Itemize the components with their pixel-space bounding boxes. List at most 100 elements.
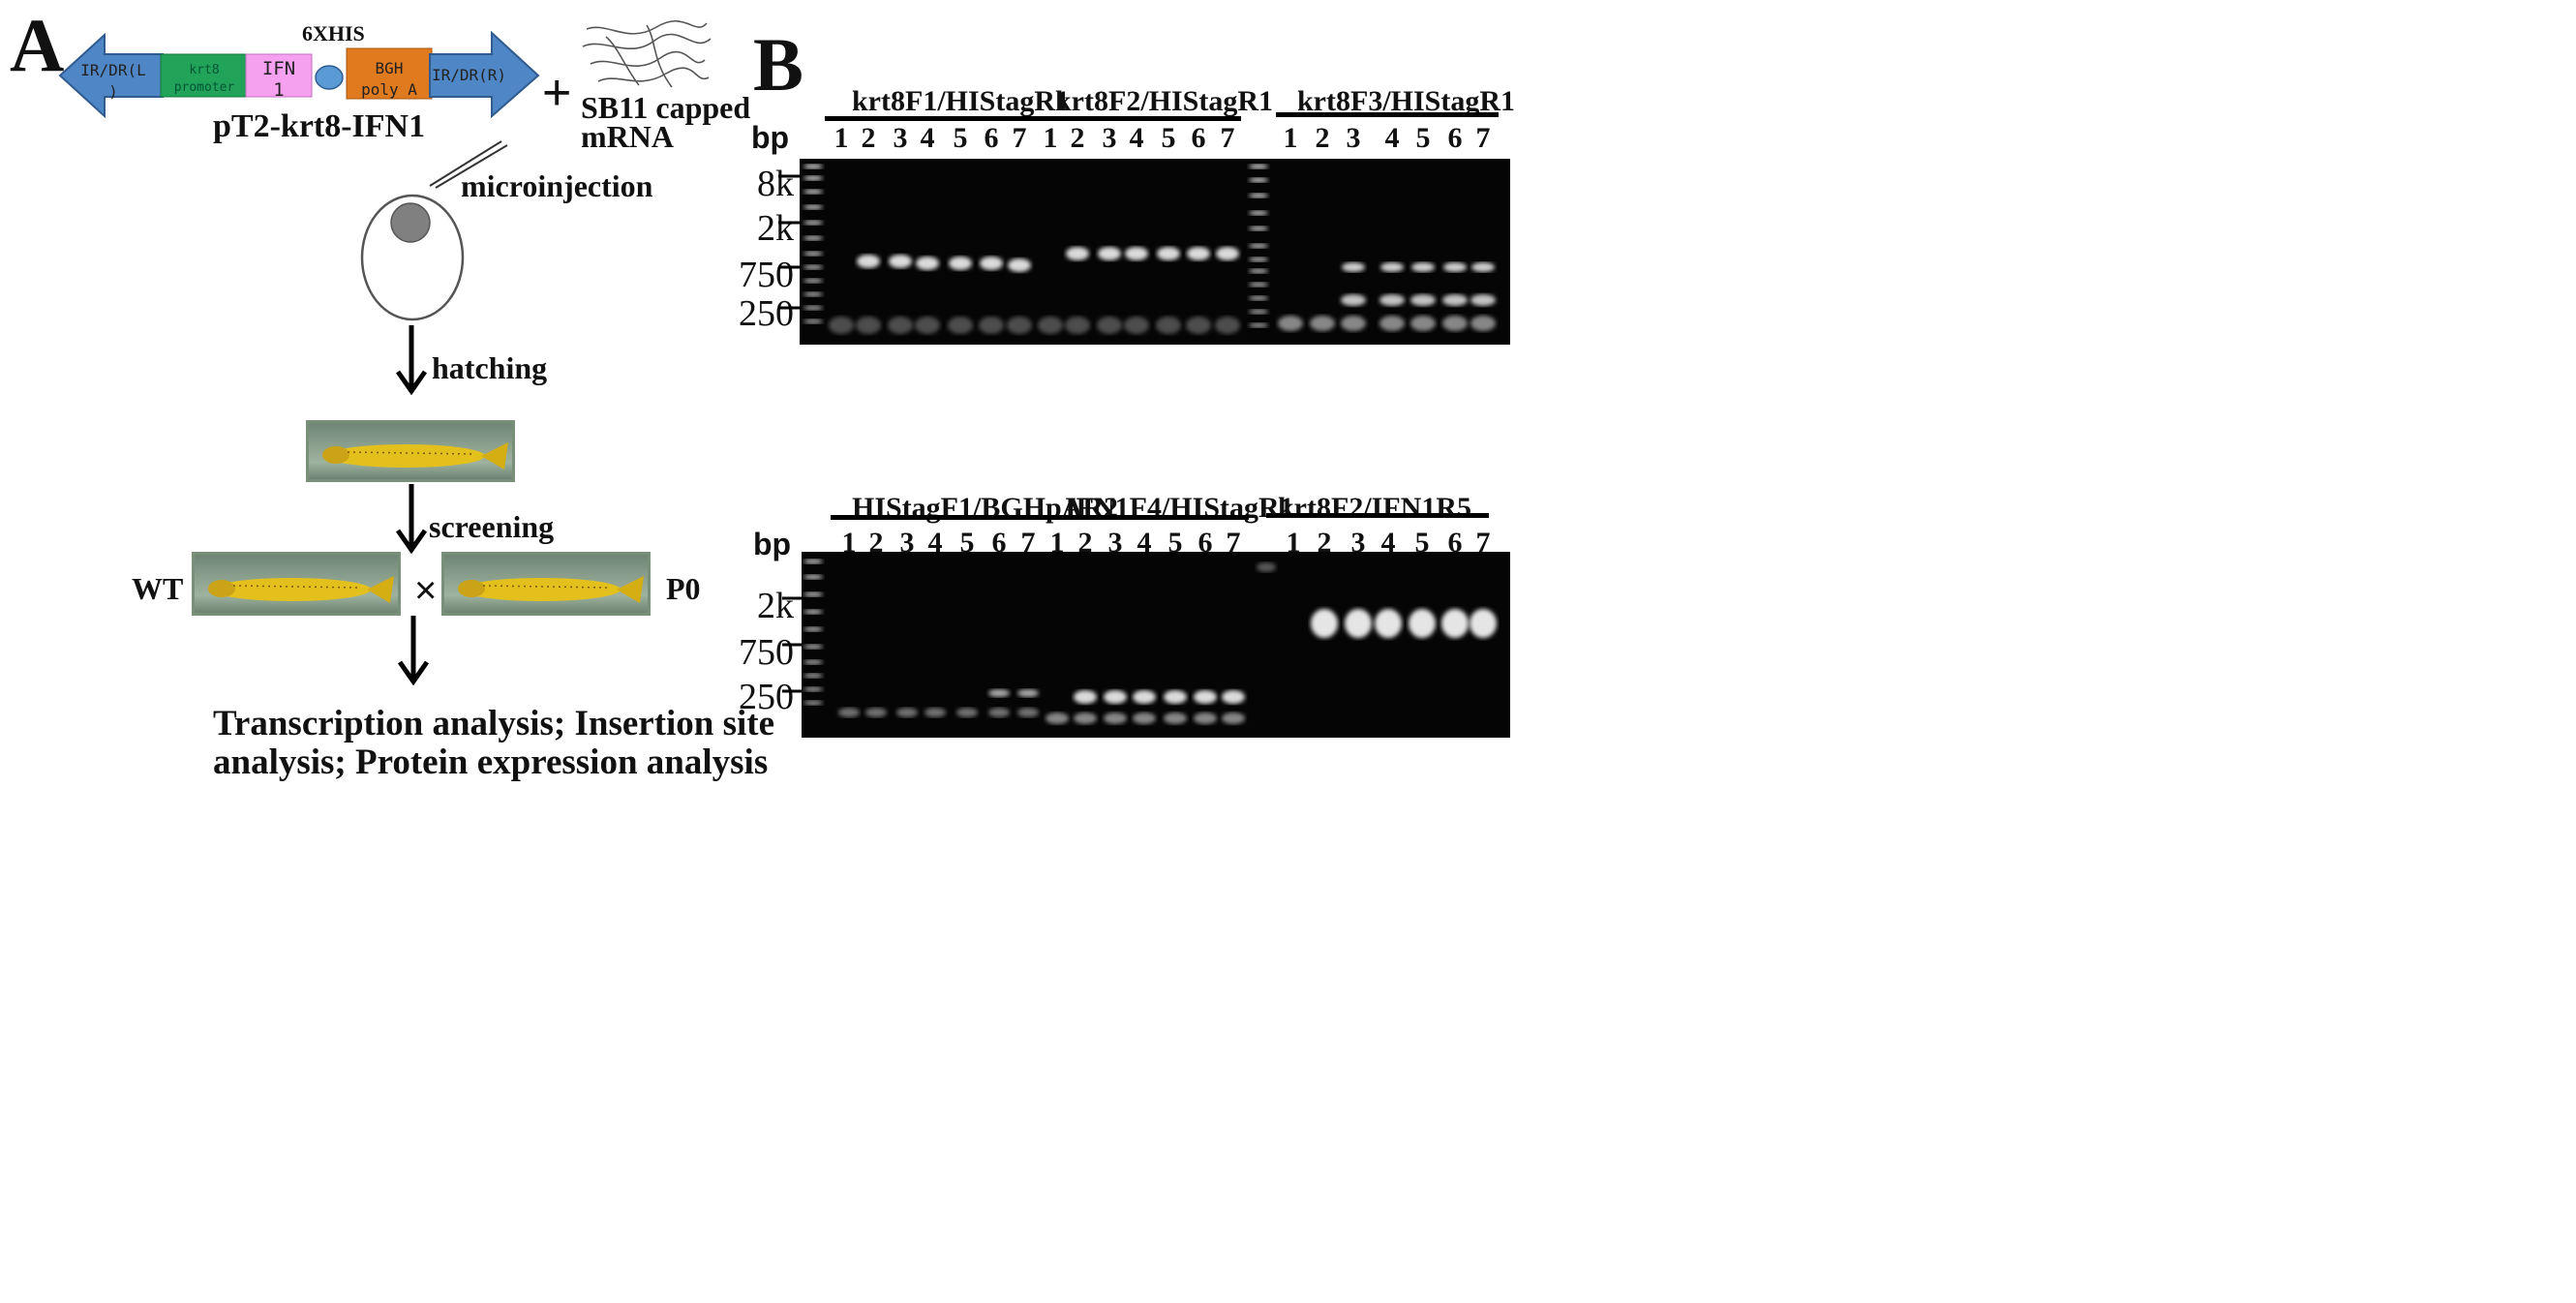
krt8-promoter-label: krt8 promoter <box>173 63 235 95</box>
arrow-down-icon <box>395 325 428 395</box>
gel-band <box>1017 708 1039 717</box>
gel-band <box>1249 309 1268 315</box>
gel-band <box>803 559 823 564</box>
arrow-down-icon <box>395 484 428 554</box>
primer-label-top-1: krt8F1/HIStagR1 <box>852 85 1070 117</box>
panel-a-letter: A <box>10 3 65 87</box>
gel-band <box>803 644 823 650</box>
vector-construct-diagram <box>58 30 540 119</box>
lane-number: 1 <box>1043 122 1058 154</box>
gel-band <box>1249 243 1268 249</box>
wt-label: WT <box>132 571 184 606</box>
primer-label-top-2: krt8F2/HIStagR1 <box>1055 85 1273 117</box>
gel-band <box>803 686 823 692</box>
lane-number: 4 <box>920 122 935 154</box>
lane-number: 4 <box>1129 122 1144 154</box>
gel-band <box>1249 268 1268 274</box>
gel-band <box>803 164 823 169</box>
marker-label-750: 750 <box>739 255 794 295</box>
gel-band <box>1125 247 1148 260</box>
gel-band <box>803 673 823 679</box>
gel-band <box>1104 712 1127 724</box>
gel-band <box>803 305 823 311</box>
gel-band <box>1222 712 1245 724</box>
gel-band <box>1249 322 1268 328</box>
marker-label-8k: 8k <box>757 164 794 204</box>
lane-number: 5 <box>959 527 975 559</box>
gel-band <box>803 591 823 597</box>
marker-label-250: 250 <box>739 677 794 717</box>
gel-band <box>1441 609 1469 638</box>
gel-band <box>1257 562 1276 572</box>
lane-number: 3 <box>1346 122 1361 154</box>
gel-band <box>856 317 881 334</box>
gel-band <box>1046 712 1069 724</box>
gel-band <box>1097 317 1122 334</box>
gel-band <box>889 255 912 268</box>
lane-number: 6 <box>1447 527 1463 559</box>
marker-label-750: 750 <box>739 632 794 673</box>
gel-band <box>803 264 823 270</box>
gel-band <box>1442 294 1468 306</box>
lane-number: 5 <box>1415 122 1431 154</box>
gel-band <box>988 689 1010 697</box>
krt8-promoter-block <box>160 53 249 98</box>
gel-band <box>803 235 823 241</box>
gel-band <box>949 257 972 270</box>
gel-band <box>1443 262 1467 272</box>
gel-band <box>1380 262 1404 272</box>
gel-band <box>803 220 823 226</box>
lane-number: 7 <box>1220 122 1235 154</box>
gel-band <box>803 189 823 195</box>
fish-image-p0 <box>441 552 651 616</box>
lane-number: 2 <box>1070 122 1085 154</box>
gel-band <box>1194 712 1217 724</box>
bp-label-top: bp <box>751 120 790 155</box>
gel-band <box>1410 316 1436 331</box>
microinjection-label: microinjection <box>461 168 653 203</box>
lane-number: 6 <box>984 122 999 154</box>
gel-band <box>1065 317 1090 334</box>
lane-number: 1 <box>841 527 857 559</box>
gel-band <box>803 251 823 257</box>
lane-number: 7 <box>1012 122 1027 154</box>
gel-band <box>980 257 1003 270</box>
gel-band <box>1249 257 1268 262</box>
gel-band <box>948 317 973 334</box>
gel-band <box>1375 609 1402 638</box>
hatching-label: hatching <box>432 350 548 385</box>
lane-number: 2 <box>1077 527 1093 559</box>
bgh-polya-block <box>346 47 433 100</box>
lane-number: 7 <box>1475 527 1491 559</box>
primer-underline <box>1266 513 1489 518</box>
lane-number: 2 <box>861 122 876 154</box>
gel-band <box>1216 247 1239 260</box>
gel-band <box>979 317 1004 334</box>
ir-dr-left-label: IR/DR(L ) <box>80 61 146 101</box>
lane-number: 3 <box>1102 122 1117 154</box>
panel-b-letter: B <box>753 22 804 106</box>
lane-number: 6 <box>1447 122 1463 154</box>
gel-band <box>1411 262 1435 272</box>
lane-number: 4 <box>1384 122 1400 154</box>
gel-image-bottom <box>802 552 1510 738</box>
fish-image-wt <box>192 552 401 616</box>
lane-number: 5 <box>1161 122 1176 154</box>
analysis-text: Transcription analysis; Insertion site a… <box>213 704 775 782</box>
gel-band <box>1222 690 1245 704</box>
gel-band <box>1098 247 1121 260</box>
gel-image-top <box>800 159 1510 345</box>
primer-label-top-3: krt8F3/HIStagR1 <box>1297 85 1515 117</box>
lane-number: 3 <box>899 527 915 559</box>
gel-band <box>1470 609 1497 638</box>
ir-dr-right-label: IR/DR(R) <box>432 66 507 84</box>
lane-number: 4 <box>1136 527 1152 559</box>
gel-band <box>1379 294 1405 306</box>
lane-number: 7 <box>1020 527 1036 559</box>
his-tag-label: 6XHIS <box>302 21 365 45</box>
mrna-strands-icon <box>582 20 712 88</box>
gel-band <box>803 175 823 181</box>
ir-dr-right-arrow <box>429 30 540 119</box>
gel-band <box>803 291 823 297</box>
primer-label-bottom-3: krt8F2/IFN1R5 <box>1278 492 1471 524</box>
